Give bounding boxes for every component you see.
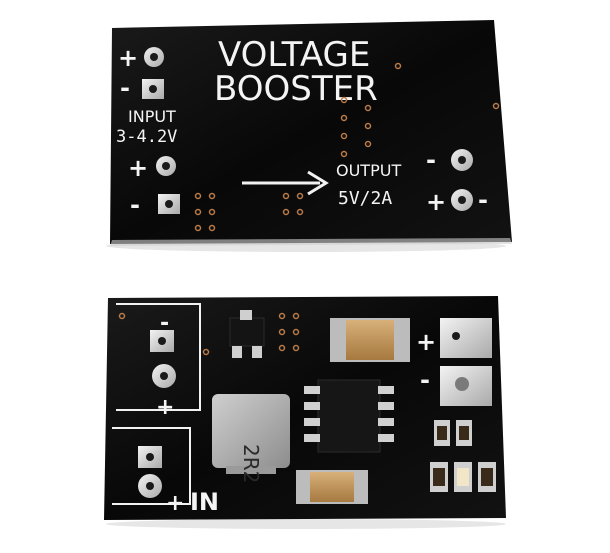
- top-output-minus-label-2: -: [478, 186, 488, 214]
- top-flow-arrow-head: [307, 170, 329, 196]
- top-board-title-line1: VOLTAGE: [218, 35, 370, 75]
- bottom-ic-chip: [304, 379, 394, 453]
- bottom-left-plus-label: +: [156, 395, 174, 420]
- top-board: VOLTAGE BOOSTER + - INPUT 3-4.2V + - OUT…: [106, 20, 512, 252]
- bottom-right-plus-pad: [440, 318, 492, 358]
- top-second-plus-label: +: [128, 154, 148, 182]
- bottom-board: - + + IN 2R2: [104, 296, 506, 529]
- top-input-plus-label: +: [118, 44, 138, 72]
- bottom-input-plus-label: +: [166, 491, 184, 516]
- bottom-inductor: [212, 394, 290, 468]
- bottom-left-minus-label: -: [160, 311, 169, 336]
- top-input-minus-label: -: [120, 74, 130, 102]
- bottom-right-plus-label: +: [416, 328, 436, 356]
- top-board-title-line2: BOOSTER: [214, 69, 378, 109]
- top-output-label: OUTPUT: [336, 161, 401, 180]
- bottom-in-label: IN: [190, 488, 219, 516]
- bottom-right-minus-label: -: [420, 366, 430, 394]
- bottom-transistor: [229, 317, 265, 347]
- bottom-inductor-marking: 2R2: [239, 444, 263, 483]
- top-output-rating: 5V/2A: [338, 188, 392, 209]
- top-second-minus-label: -: [130, 191, 140, 219]
- bottom-smd-resistors: [430, 420, 496, 492]
- top-output-minus-label: -: [426, 146, 436, 174]
- top-output-plus-label: +: [426, 188, 446, 216]
- top-board-pcb: [110, 20, 512, 244]
- bottom-vias: [118, 312, 300, 356]
- top-vias: [194, 62, 500, 232]
- bottom-input-frame: [112, 427, 191, 505]
- top-input-label: INPUT: [128, 107, 176, 126]
- top-input-range: 3-4.2V: [116, 127, 177, 147]
- bottom-output-frame: [116, 303, 201, 411]
